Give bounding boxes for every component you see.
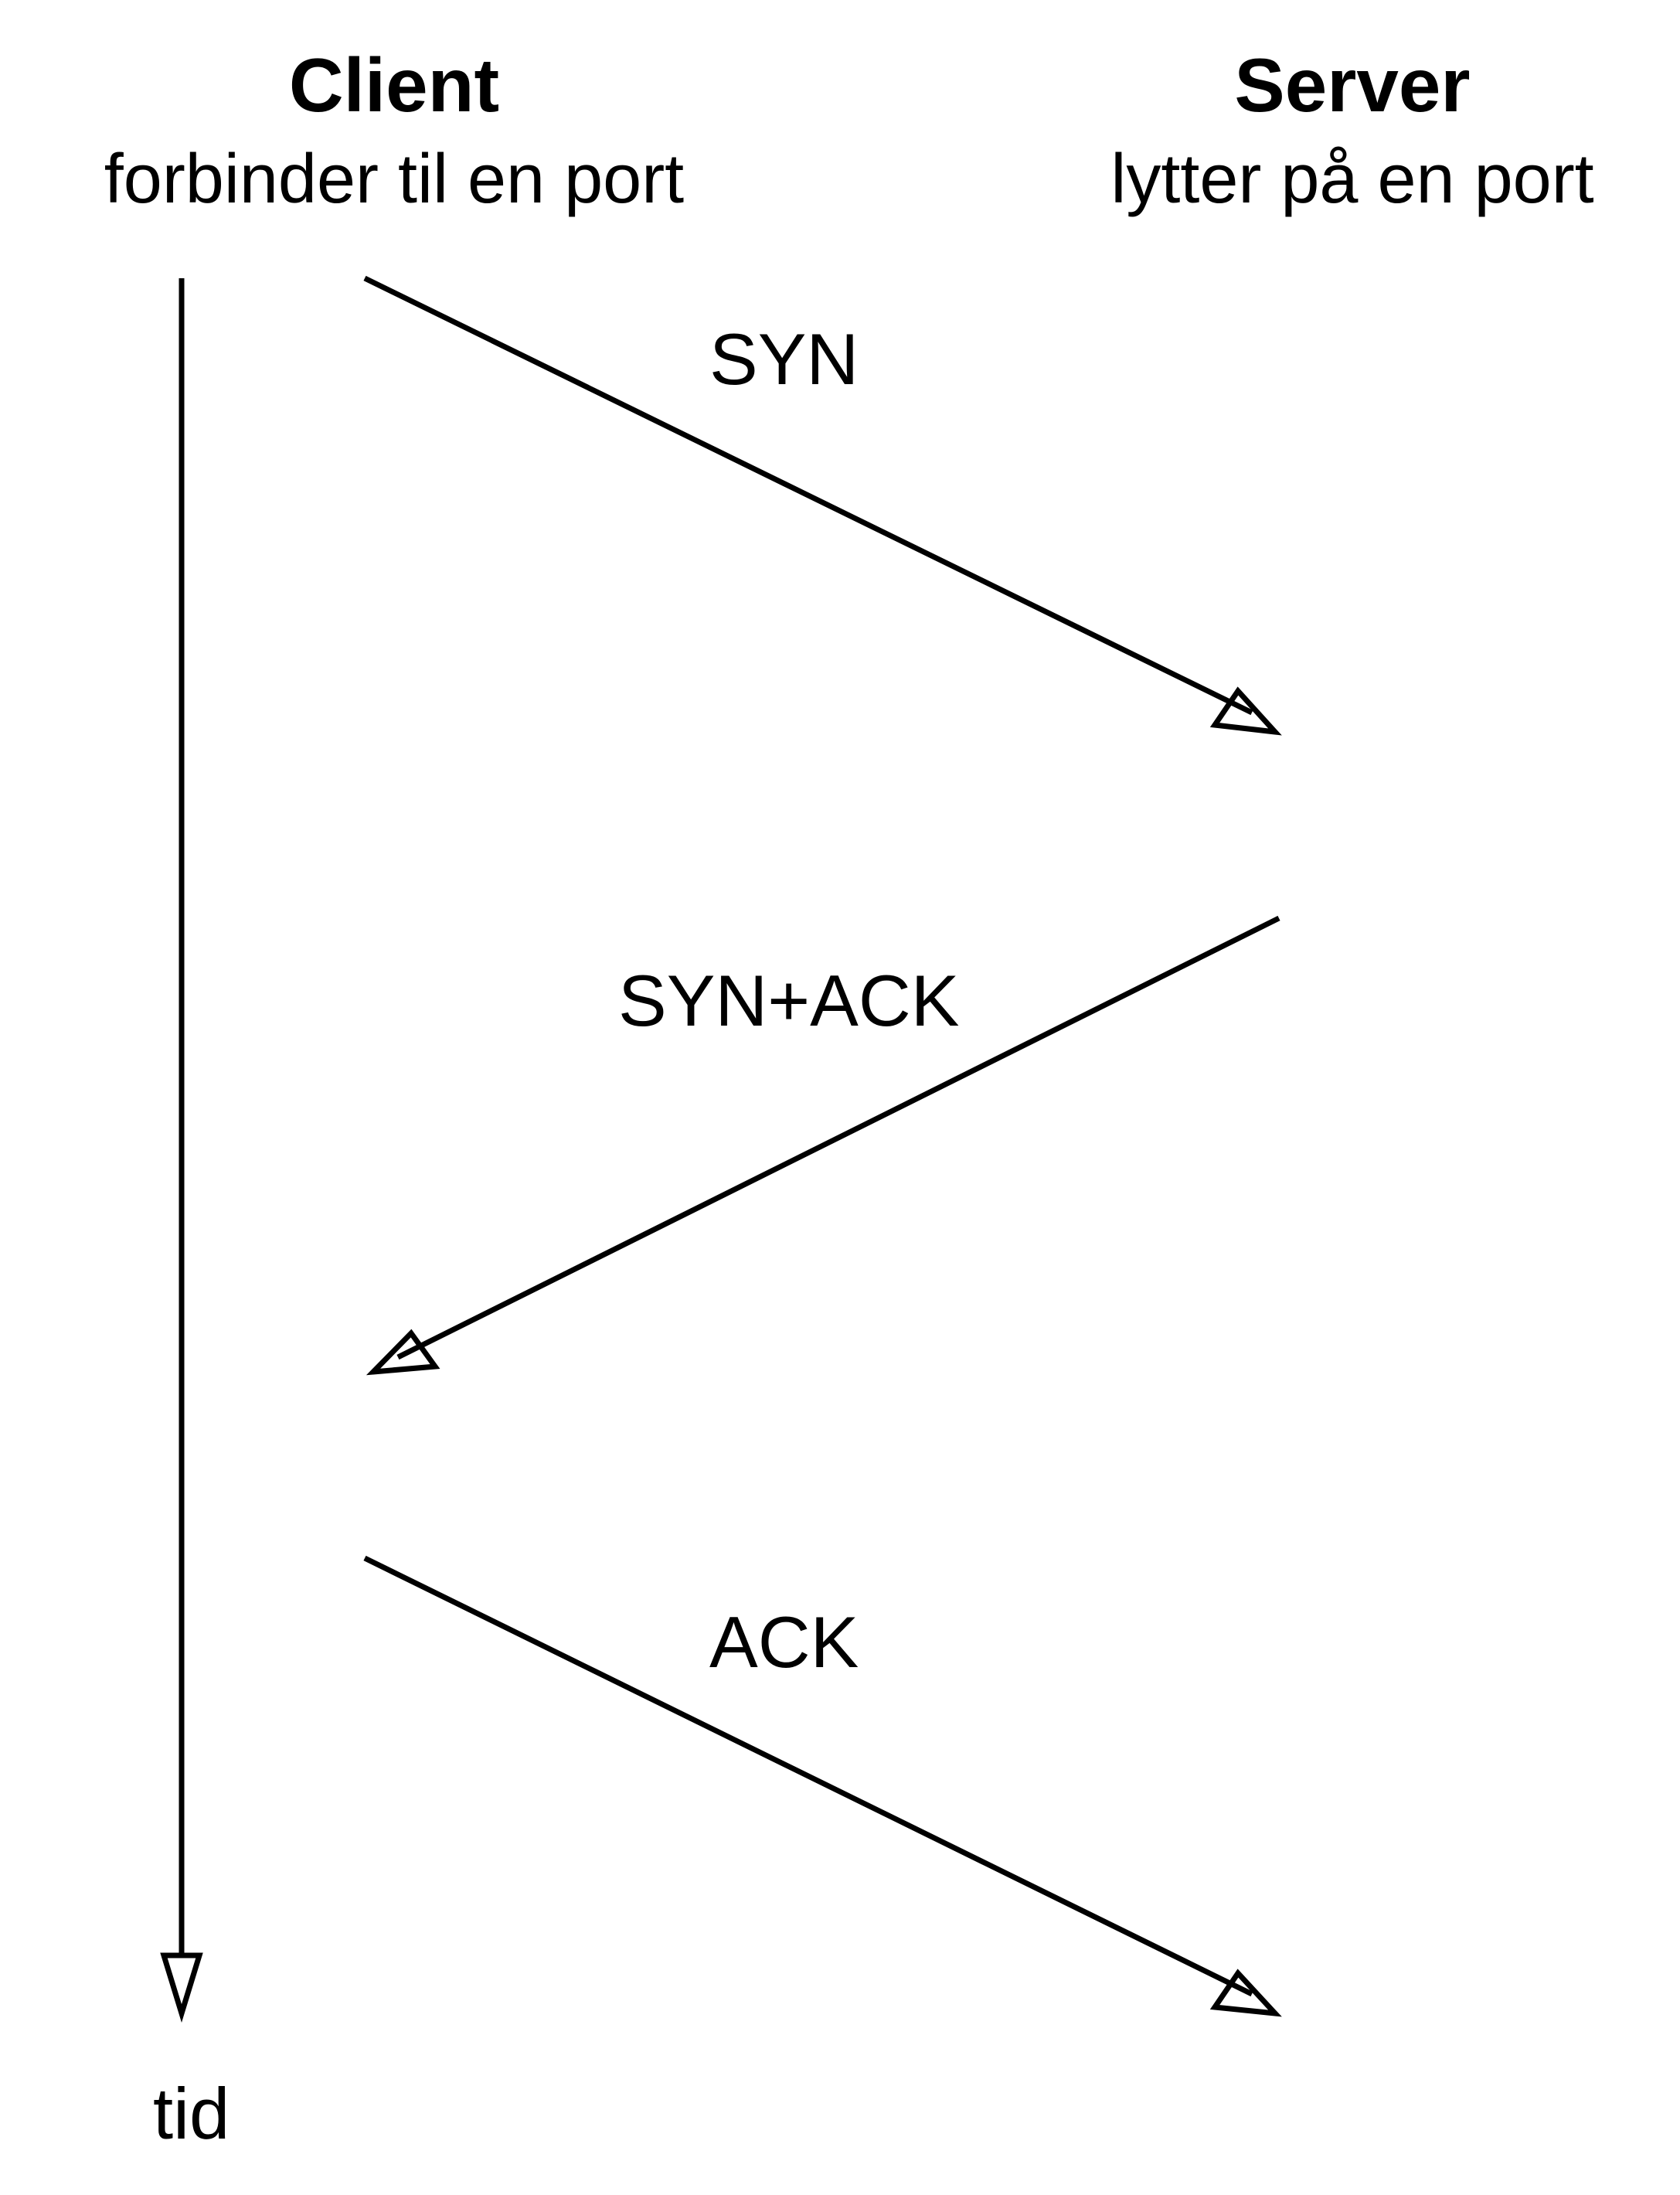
client-subtitle: forbinder til en port [104, 141, 685, 218]
server-header: Server lytter på en port [1043, 39, 1661, 227]
synack-label: SYN+ACK [618, 960, 960, 1041]
synack-arrow-line [396, 915, 1280, 1360]
client-title: Client [288, 43, 500, 128]
syn-arrowhead [1209, 686, 1282, 736]
ack-arrow-line [363, 1555, 1253, 1997]
server-subtitle: lytter på en port [1110, 141, 1594, 218]
client-header: Client forbinder til en port [15, 39, 773, 227]
time-axis-label: tid [153, 2073, 230, 2154]
syn-label: SYN [709, 318, 859, 400]
syn-arrow-line [363, 275, 1253, 716]
synack-arrowhead [366, 1329, 440, 1376]
time-axis-arrowhead [160, 1952, 203, 2023]
ack-arrowhead [1209, 1969, 1282, 2017]
server-title: Server [1234, 43, 1471, 128]
ack-label: ACK [709, 1601, 859, 1683]
